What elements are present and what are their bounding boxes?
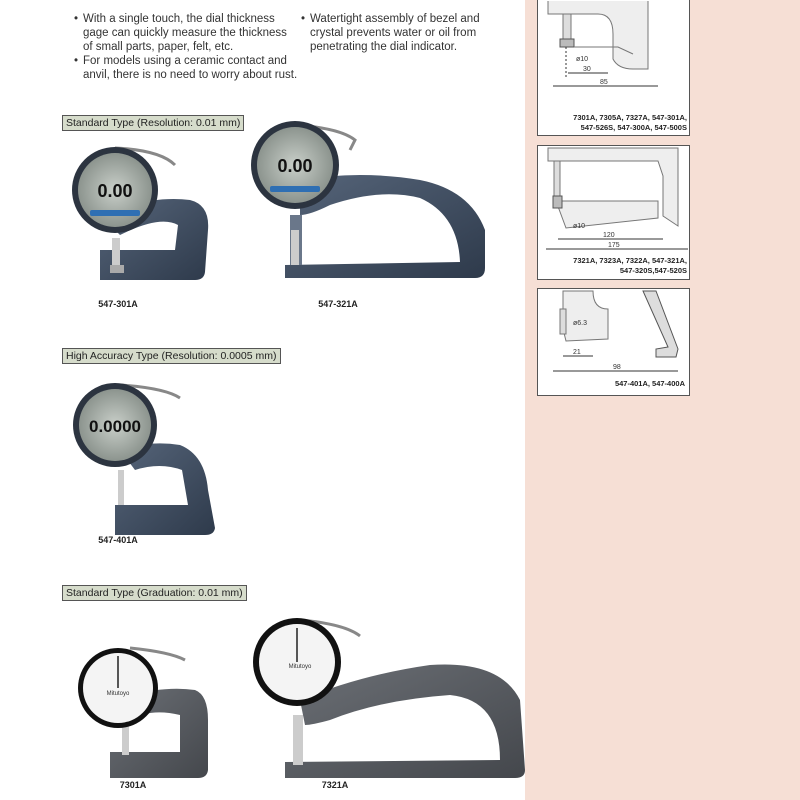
dim-label: 120 xyxy=(603,232,615,239)
dimension-diagram-3: ø6.3 21 98 547-401A, 547-400A xyxy=(537,288,690,396)
dimension-diagram-2: ø10 120 175 7321A, 7323A, 7322A, 547-321… xyxy=(537,145,690,280)
model-label: 7321A xyxy=(321,780,349,790)
lcd-readout: 0.00 xyxy=(277,156,312,176)
feature-bullet: With a single touch, the dial thickness … xyxy=(74,12,298,54)
dim-label: 85 xyxy=(600,79,608,86)
lcd-readout: 0.0000 xyxy=(89,417,141,436)
diagram-drawing: ø10 30 85 xyxy=(547,1,658,87)
brand-text: Mitutoyo xyxy=(289,664,312,670)
model-label: 7301A xyxy=(119,780,147,790)
section-label-standard-dial: Standard Type (Graduation: 0.01 mm) xyxy=(62,585,247,601)
caption-line: 7321A, 7323A, 7322A, 547-321A, xyxy=(573,256,687,265)
dim-label: 98 xyxy=(613,364,621,371)
diagram-caption: 7321A, 7323A, 7322A, 547-321A, 547-320S,… xyxy=(573,256,687,276)
dimension-diagram-1: ø10 30 85 7301A, 7305A, 7327A, 547-301A,… xyxy=(537,0,690,136)
dim-label: 21 xyxy=(573,349,581,356)
model-label: 547-321A xyxy=(318,299,358,309)
dim-label: ø10 xyxy=(576,56,588,63)
caption-line: 7301A, 7305A, 7327A, 547-301A, xyxy=(573,113,687,122)
dim-label: 175 xyxy=(608,242,620,249)
dim-label: ø6.3 xyxy=(573,320,587,327)
section-label-standard-digital: Standard Type (Resolution: 0.01 mm) xyxy=(62,115,245,131)
product-illustrations: 0.00 0.00 0.0000 Mitutoyo xyxy=(72,121,525,778)
features-left: With a single touch, the dial thickness … xyxy=(73,12,298,82)
diagram-caption: 7301A, 7305A, 7327A, 547-301A, 547-526S,… xyxy=(573,113,687,133)
caption-line: 547-320S,547-520S xyxy=(619,266,687,275)
brand-text: Mitutoyo xyxy=(107,691,130,697)
feature-bullet: Watertight assembly of bezel and crystal… xyxy=(301,12,510,54)
caption-line: 547-526S, 547-300A, 547-500S xyxy=(580,123,687,132)
gage-547-321A: 0.00 xyxy=(251,121,485,278)
diagram-caption: 547-401A, 547-400A xyxy=(615,379,685,389)
caption-line: 547-401A, 547-400A xyxy=(614,379,685,388)
features-right: Watertight assembly of bezel and crystal… xyxy=(300,12,510,54)
section-label-high-accuracy: High Accuracy Type (Resolution: 0.0005 m… xyxy=(62,348,281,364)
model-label: 547-401A xyxy=(98,535,138,545)
gage-547-401A: 0.0000 xyxy=(73,383,215,535)
gage-7321A: Mitutoyo xyxy=(253,618,525,778)
dim-label: 30 xyxy=(583,66,591,73)
lcd-readout: 0.00 xyxy=(97,181,132,201)
dimensions-panel: ø10 30 85 7301A, 7305A, 7327A, 547-301A,… xyxy=(525,0,800,800)
feature-bullet: For models using a ceramic contact and a… xyxy=(74,54,298,82)
dim-label: ø10 xyxy=(573,223,585,230)
gage-7301A: Mitutoyo xyxy=(78,646,208,778)
model-label: 547-301A xyxy=(98,299,138,309)
diagram-drawing: ø6.3 21 98 xyxy=(553,290,679,372)
diagram-drawing: ø10 120 175 xyxy=(546,147,688,250)
gage-547-301A: 0.00 xyxy=(72,146,209,280)
